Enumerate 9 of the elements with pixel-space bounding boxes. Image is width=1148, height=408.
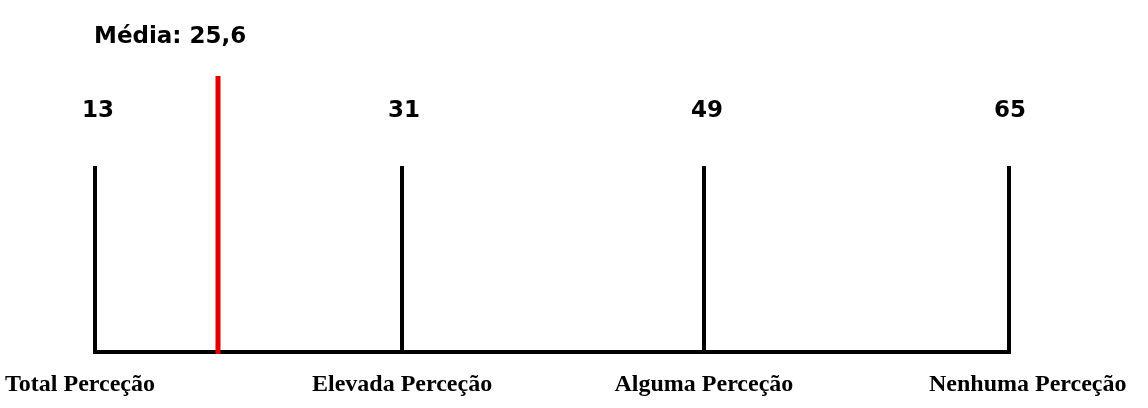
scale-value: 31 xyxy=(388,96,420,122)
scale-value: 65 xyxy=(994,96,1026,122)
category-label: Elevada Perceção xyxy=(312,370,493,397)
scale-value: 49 xyxy=(691,96,723,122)
category-label: Nenhuma Perceção xyxy=(929,370,1127,397)
category-label: Total Perceção xyxy=(5,370,155,397)
category-label: Alguma Perceção xyxy=(614,370,794,397)
scale-value: 13 xyxy=(82,96,114,122)
mean-value-label: Média: 25,6 xyxy=(94,22,247,48)
